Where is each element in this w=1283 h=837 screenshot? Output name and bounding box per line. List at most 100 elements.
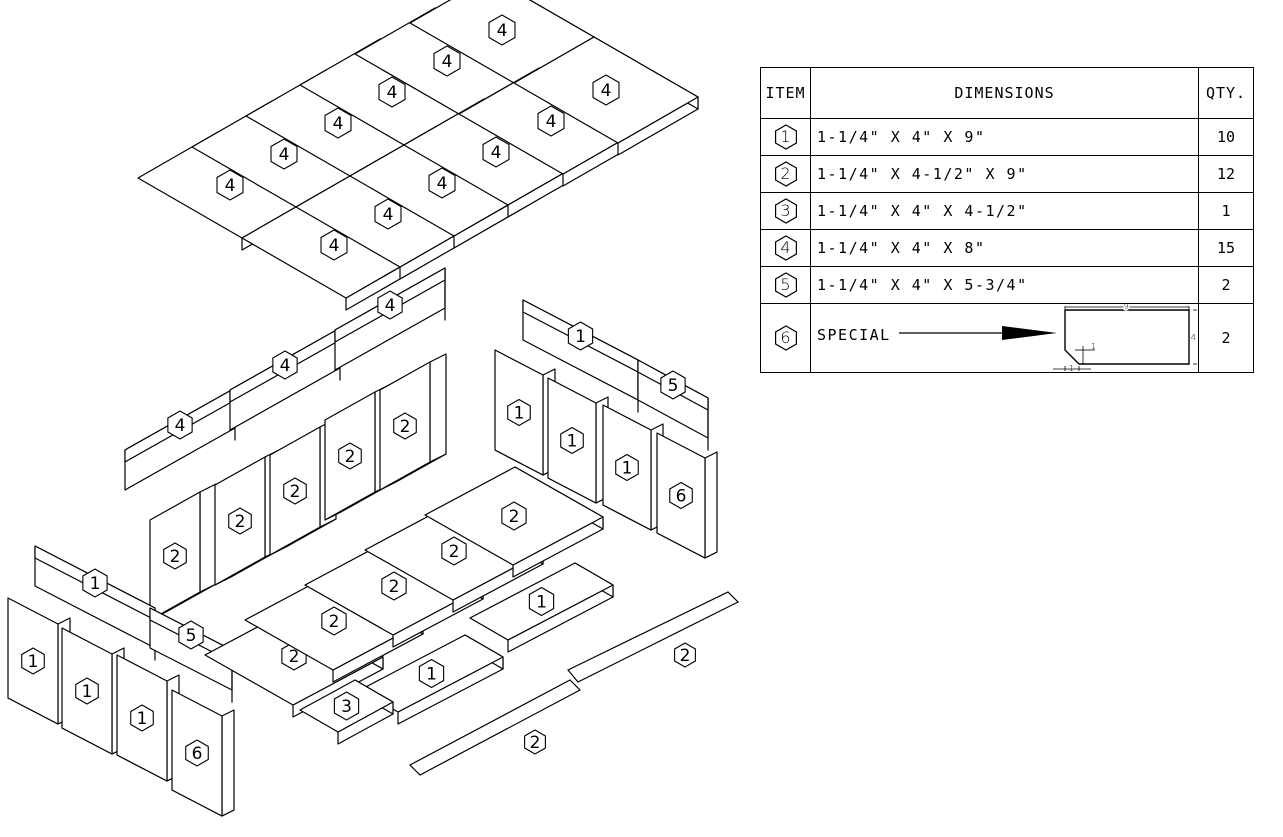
part-number-label: 4 [497, 21, 508, 41]
table-row-special: 6 SPECIAL [760, 303, 1254, 373]
part-number-label: 5 [668, 376, 679, 396]
part-number-label: 1 [514, 404, 525, 424]
dimensions-cell: 1-1/4" X 4" X 5-3/4" [810, 266, 1199, 304]
part-number-label: 2 [345, 447, 356, 467]
table-row: 1 1-1/4" X 4" X 9" 10 [760, 118, 1254, 156]
part-number-label: 2 [329, 612, 340, 632]
part-number-label: 4 [437, 174, 448, 194]
brick-right-top: 5 [637, 359, 709, 451]
header-item: ITEM [760, 67, 811, 119]
item-number: 6 [780, 328, 791, 347]
qty-cell: 2 [1198, 303, 1254, 373]
brick-back-wall: 2 [149, 483, 217, 621]
part-number-label: 1 [90, 574, 101, 594]
parts-table-header: ITEM DIMENSIONS QTY. [760, 67, 1254, 119]
brick-floor: 1 [469, 562, 614, 653]
header-qty: QTY. [1198, 67, 1254, 119]
part-number-label: 2 [389, 577, 400, 597]
part-number-label: 4 [333, 114, 344, 134]
brick-left-wall: 1 [116, 654, 180, 782]
part-number-label: 4 [442, 52, 453, 72]
part-number-label: 4 [279, 145, 290, 165]
dim-chamfer-x-label: 1 [1069, 364, 1076, 372]
part-number-label: 2 [290, 482, 301, 502]
brick-floor: 3 [299, 679, 394, 745]
part-number-label: 6 [676, 487, 687, 507]
brick-back-wall: 2 [269, 418, 337, 556]
part-number-label: 2 [530, 733, 541, 753]
special-profile-outline [1064, 309, 1190, 365]
brick-right-wall: 1 [547, 377, 609, 504]
part-number-label: 4 [546, 112, 557, 132]
item-number: 1 [780, 127, 791, 146]
item-number-badge: 4 [773, 235, 799, 261]
part-number-label: 1 [137, 709, 148, 729]
part-number-label: 3 [341, 697, 352, 717]
brick-back-top: 4 [229, 327, 341, 431]
brick-back-top: 4 [334, 267, 446, 371]
part-number-label: 4 [175, 416, 186, 436]
part-number-label: 4 [601, 81, 612, 101]
table-row: 5 1-1/4" X 4" X 5-3/4" 2 [760, 266, 1254, 304]
special-label: SPECIAL [817, 326, 891, 344]
brick-floor: 2 [424, 466, 604, 578]
part-number-label: 4 [387, 83, 398, 103]
dim-length-label: 9 [1124, 304, 1131, 311]
part-number-label: 2 [400, 417, 411, 437]
qty-cell: 12 [1198, 155, 1254, 193]
qty-cell: 1 [1198, 192, 1254, 230]
dimension-lines [1053, 306, 1197, 371]
dimensions-cell: 1-1/4" X 4" X 4-1/2" [810, 192, 1199, 230]
brick-right-wall: 1 [494, 349, 556, 476]
part-number-label: 1 [567, 432, 578, 452]
brick-left-wall: 1 [61, 627, 125, 755]
parts-table: ITEM DIMENSIONS QTY. 1 1-1/4" X 4" X 9" … [760, 67, 1254, 373]
part-number-label: 2 [509, 507, 520, 527]
part-number-label: 4 [491, 143, 502, 163]
item-number: 3 [780, 201, 791, 220]
brick-back-top: 4 [124, 387, 236, 491]
table-row: 3 1-1/4" X 4" X 4-1/2" 1 [760, 192, 1254, 230]
part-number-label: 2 [680, 646, 691, 666]
part-number-label: 4 [385, 296, 396, 316]
item-number-badge: 6 [773, 325, 799, 351]
brick-floor: 1 [359, 634, 504, 725]
part-number-label: 1 [28, 652, 39, 672]
item-number: 4 [780, 238, 791, 257]
part-number-label: 1 [575, 327, 586, 347]
part-number-label: 1 [622, 459, 633, 479]
part-number-label: 4 [280, 356, 291, 376]
brick-right-top: 1 [522, 299, 639, 413]
special-detail: SPECIAL [817, 304, 1197, 372]
part-number-label: 2 [170, 547, 181, 567]
item-number-badge: 3 [773, 198, 799, 224]
part-number-label: 1 [82, 682, 93, 702]
part-number-label: 4 [329, 236, 340, 256]
qty-cell: 2 [1198, 266, 1254, 304]
brick-roof: 4 [513, 36, 699, 156]
dimensions-cell: 1-1/4" X 4-1/2" X 9" [810, 155, 1199, 193]
item-number-badge: 2 [773, 161, 799, 187]
brick-right-wall: 1 [602, 404, 664, 531]
dim-height-label: 4 [1191, 333, 1197, 342]
leader-arrow [899, 326, 1057, 340]
item-number: 2 [780, 164, 791, 183]
qty-cell: 15 [1198, 229, 1254, 267]
item-number: 5 [780, 275, 791, 294]
part-number-label: 6 [192, 744, 203, 764]
part-number-label: 4 [383, 205, 394, 225]
brick-loose: 2 [567, 591, 740, 683]
table-row: 2 1-1/4" X 4-1/2" X 9" 12 [760, 155, 1254, 193]
part-number-label: 2 [289, 647, 300, 667]
part-number-label: 2 [449, 542, 460, 562]
brick-right-wall: 6 [656, 432, 718, 559]
table-row: 4 1-1/4" X 4" X 8" 15 [760, 229, 1254, 267]
special-profile-sketch: 9 4 1 1 [899, 304, 1197, 372]
brick-left-wall: 1 [7, 597, 71, 725]
item-number-badge: 1 [773, 124, 799, 150]
part-number-label: 5 [186, 626, 197, 646]
brick-back-wall: 2 [379, 353, 447, 491]
dim-chamfer-y-label: 1 [1091, 342, 1098, 351]
